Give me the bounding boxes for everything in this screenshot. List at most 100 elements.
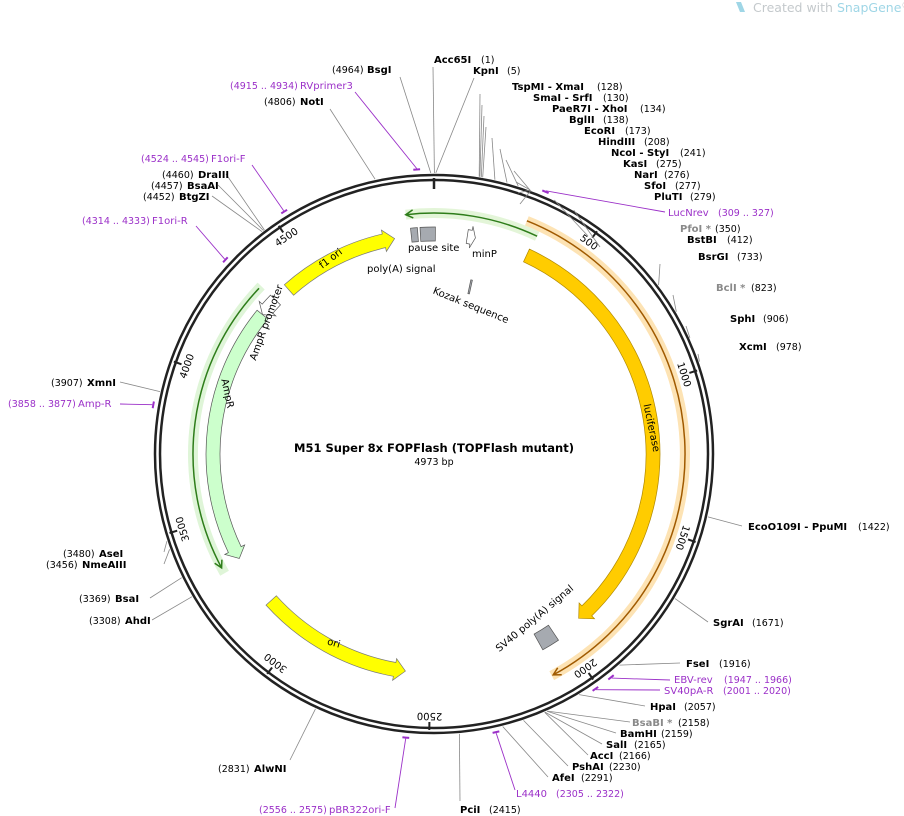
primer-label[interactable]: F1ori-R [152,216,188,227]
site-label[interactable]: AccI [590,751,613,762]
pause-site-feature[interactable] [419,226,436,242]
site-label[interactable]: BstBI [687,235,717,246]
primer-binding-mark[interactable] [151,401,155,409]
ampr-promoter-feature[interactable] [258,294,281,317]
site-label[interactable]: NcoI - StyI [611,148,669,159]
ampr-feature[interactable] [205,309,269,559]
top-strand-arrow[interactable] [404,209,538,237]
luciferase-strand-arrow[interactable] [526,220,686,676]
primer-leader-line [119,403,153,406]
primer-leader-line [545,190,666,213]
site-label[interactable]: BsaBI * [632,718,673,729]
f1-ori-feature[interactable] [283,229,396,296]
site-position: (906) [763,314,789,325]
pause-site-label: pause site [408,243,459,254]
primer-label[interactable]: SV40pA-R [664,686,713,697]
site-leader-line [513,170,531,191]
primer-binding-mark[interactable] [413,168,421,171]
site-label[interactable]: EcoO109I - PpuMI [748,522,847,533]
site-label[interactable]: XmnI [87,378,116,389]
site-label[interactable]: PluTI [654,192,682,203]
features-layer [188,208,690,682]
tick-mark [266,666,273,675]
site-label[interactable]: BglII [569,115,595,126]
primer-label[interactable]: Amp-R [78,399,112,410]
site-label[interactable]: HpaI [650,702,676,713]
polya-signal-feature[interactable] [410,227,419,243]
site-label[interactable]: BamHI [620,729,657,740]
site-label[interactable]: DraIII [198,170,229,181]
site-leader-line [685,325,691,339]
site-label[interactable]: BclI * [716,283,746,294]
ampr-strand-arrow[interactable] [192,287,260,570]
tick-label: 2500 [417,710,443,721]
site-label[interactable]: AfeI [552,773,575,784]
site-label[interactable]: KasI [623,159,647,170]
site-position: (2291) [581,773,613,784]
primer-binding-mark[interactable] [492,730,500,734]
primer-binding-mark[interactable] [402,736,410,739]
site-position: (2230) [609,762,641,773]
site-label[interactable]: NmeAIII [82,560,126,571]
minp-feature[interactable] [465,226,476,249]
site-label[interactable]: Acc65I [434,55,471,66]
primer-label[interactable]: RVprimer3 [300,81,353,92]
site-leader-line [163,541,168,553]
sv40-polya-feature[interactable] [533,624,559,651]
site-leader-line [579,694,646,707]
site-label[interactable]: AseI [99,549,123,560]
site-leader-line [329,108,376,180]
site-position: (2166) [619,751,651,762]
site-leader-line [482,126,487,178]
primer-label[interactable]: pBR322ori-F [329,805,391,816]
site-label[interactable]: BsaAI [187,181,219,192]
site-label[interactable]: BsaI [115,594,139,605]
primer-binding-mark[interactable] [592,686,599,692]
site-label[interactable]: SfoI [644,181,666,192]
primer-label[interactable]: L4440 [516,789,547,800]
site-label[interactable]: HindIII [598,137,635,148]
site-label[interactable]: BsrGI [698,252,728,263]
site-label[interactable]: BtgZI [179,192,210,203]
site-leader-line [573,209,601,248]
primer-binding-mark[interactable] [607,674,615,681]
leaders-layer [119,66,743,809]
site-label[interactable]: NarI [634,170,658,181]
primer-label[interactable]: F1ori-F [211,154,246,165]
ampr-highlight [188,282,265,576]
site-label[interactable]: XcmI [739,342,767,353]
primer-label[interactable]: EBV-rev [674,675,713,686]
site-label[interactable]: TspMI - XmaI [512,82,584,93]
minp-label: minP [472,249,497,260]
kozak-feature[interactable] [467,279,473,295]
site-label[interactable]: NotI [300,97,324,108]
site-label[interactable]: SgrAI [713,618,744,629]
site-label[interactable]: PshAI [572,762,604,773]
primer-binding-mark[interactable] [280,208,288,215]
site-label[interactable]: FseI [686,659,709,670]
site-label[interactable]: SalI [606,740,627,751]
luciferase-feature[interactable] [523,248,661,620]
site-leader-line [432,66,435,174]
site-position: (3369) [79,594,111,605]
site-label[interactable]: KpnI [473,66,499,77]
primer-label[interactable]: LucNrev [668,208,709,219]
site-label[interactable]: AhdI [125,616,151,627]
site-label[interactable]: EcoRI [584,126,615,137]
primer-binding-mark[interactable] [222,256,229,263]
site-label[interactable]: SmaI - SrfI [533,93,592,104]
primer-range: (2305 .. 2322) [556,789,624,800]
primer-leader-line [354,91,418,169]
site-label[interactable]: AlwNI [254,764,287,775]
site-leader-line [459,733,461,802]
snapgene-watermark: Created with SnapGene® [736,0,904,15]
site-position: (4964) [332,65,364,76]
tick-mark [277,225,285,233]
site-label[interactable]: SphI [730,314,755,325]
site-label[interactable]: PaeR7I - XhoI [552,104,628,115]
primer-binding-mark[interactable] [541,189,550,195]
site-label[interactable]: PciI [460,805,480,816]
site-label[interactable]: BsgI [367,65,391,76]
site-label[interactable]: PfoI * [680,224,712,235]
ori-feature[interactable] [265,595,406,682]
